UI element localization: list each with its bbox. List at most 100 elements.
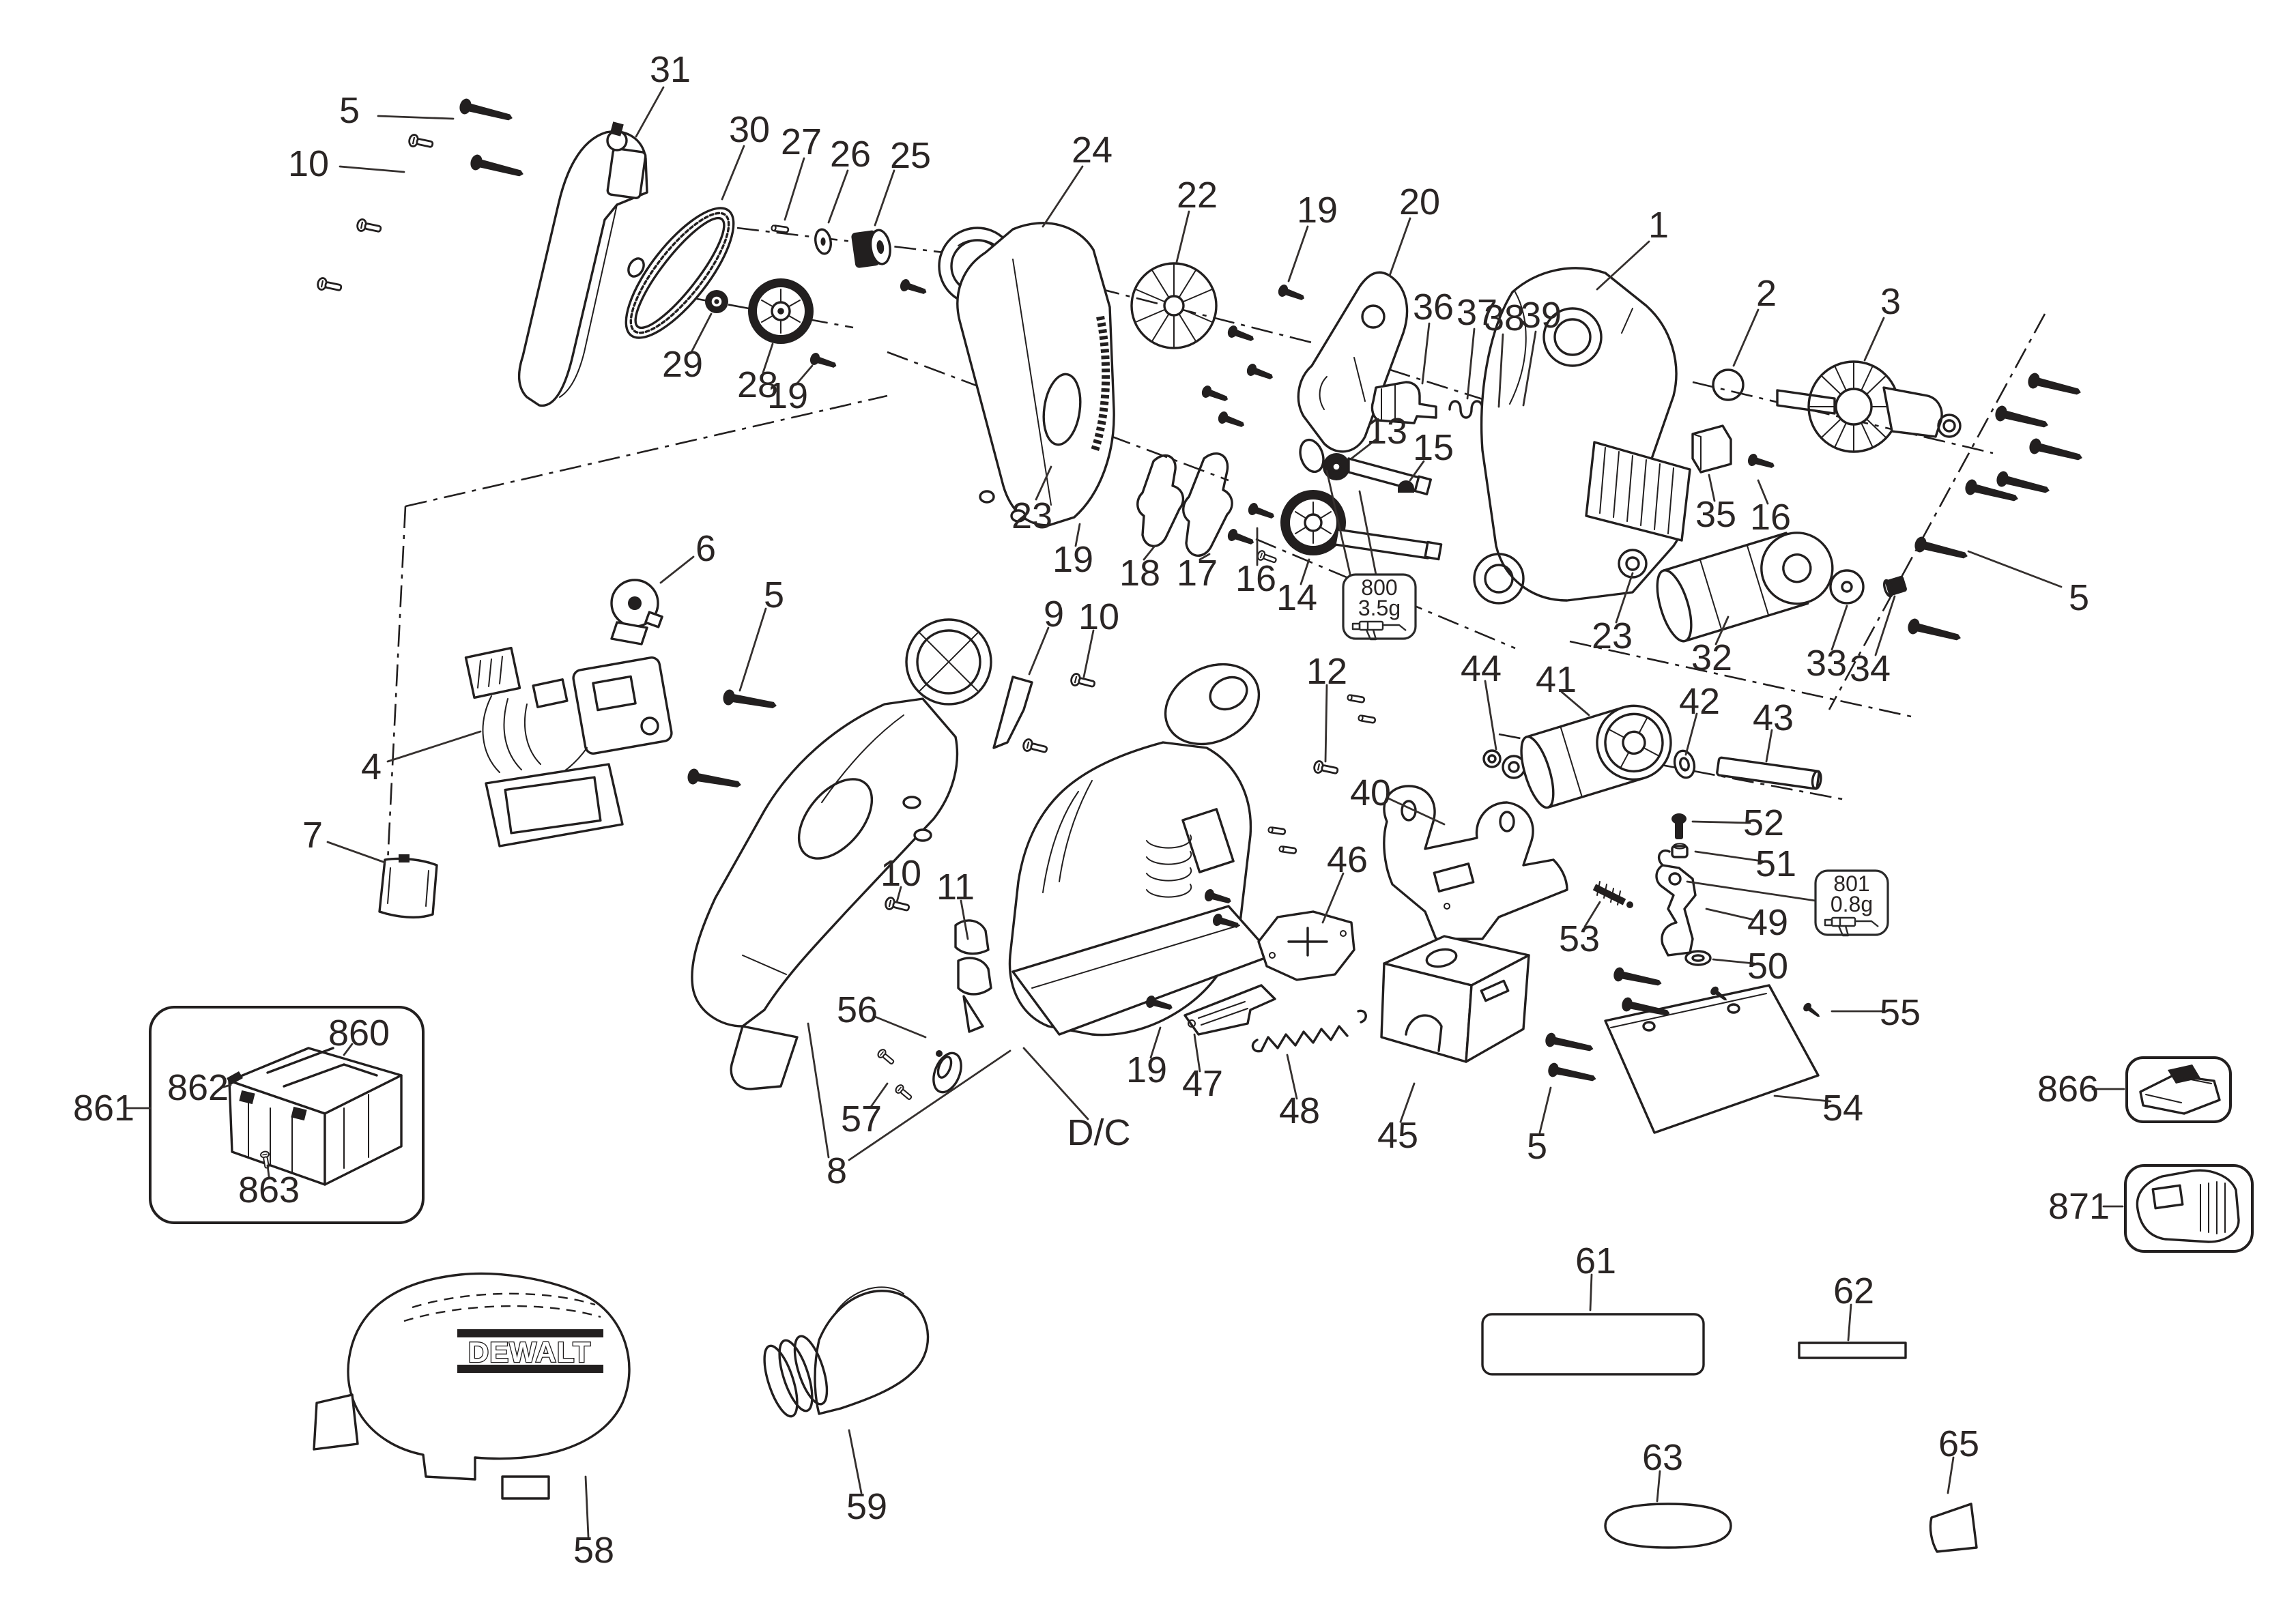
part-58-dust-bag: DEWALT <box>313 1272 631 1500</box>
axis-centerlines <box>385 227 2046 890</box>
part-8-housing-left <box>691 618 992 1090</box>
part-18-gasket <box>1136 454 1185 547</box>
part-50-washer <box>1684 950 1712 966</box>
grease-amount: 0.8g <box>1831 892 1873 916</box>
leader-line-863 <box>266 1164 270 1178</box>
callout-37: 37 <box>1456 292 1497 333</box>
leader-line-18 <box>1143 545 1156 561</box>
part-34-pinion-pin <box>1882 576 1907 598</box>
leader-line-4 <box>386 730 482 763</box>
callout-5: 5 <box>2069 577 2089 618</box>
kit-box-871 <box>2124 1164 2254 1253</box>
callout-13: 13 <box>1366 411 1407 452</box>
callout-48: 48 <box>1279 1090 1320 1131</box>
callout-45: 45 <box>1377 1115 1418 1156</box>
leader-line-61 <box>1589 1273 1593 1311</box>
part-6-buzzer <box>610 579 663 646</box>
callout-15: 15 <box>1413 427 1454 468</box>
leader-line-9 <box>1028 626 1050 676</box>
grease-amount: 3.5g <box>1358 596 1401 620</box>
leader-line-2 <box>1732 308 1760 367</box>
part-61-label <box>1481 1313 1705 1376</box>
leader-line-45 <box>1399 1082 1416 1123</box>
leader-line-6 <box>659 555 695 584</box>
leader-line-19 <box>1149 1026 1162 1059</box>
grease-gun-icon <box>1351 620 1407 641</box>
part-47-lever <box>1183 984 1276 1036</box>
part-33-disc <box>1829 569 1865 605</box>
part-46-bracket <box>1257 910 1355 981</box>
callout-28: 28 <box>737 364 778 405</box>
screw-16-c <box>1746 452 1777 472</box>
leader-line-19 <box>1074 523 1081 547</box>
leader-line-11 <box>960 899 969 940</box>
part-53-spring-pin <box>1592 881 1633 908</box>
kit-box-861 <box>149 1006 425 1224</box>
callout-26: 26 <box>830 134 871 175</box>
grease-box <box>1814 869 1889 936</box>
part-17-gasket <box>1182 452 1233 557</box>
leader-line-19 <box>1287 225 1309 282</box>
part-42-washer <box>1673 749 1696 779</box>
part-41-roller <box>1520 704 1672 809</box>
part-871-charger <box>2136 1169 2240 1243</box>
leader-line-40 <box>1387 797 1446 826</box>
leader-line-10 <box>895 886 902 903</box>
leader-line-25 <box>874 169 895 227</box>
grease-leader-800 <box>1325 469 1353 581</box>
leader-line-53 <box>1583 901 1601 928</box>
callout-862: 862 <box>167 1067 229 1108</box>
part-23-washer-b <box>1618 549 1648 579</box>
leader-line-15 <box>1409 460 1425 482</box>
callout-6: 6 <box>695 528 716 569</box>
callout-860: 860 <box>328 1013 390 1054</box>
leader-line-59 <box>848 1429 863 1494</box>
callout-17: 17 <box>1177 553 1218 594</box>
part-dc-housing-right <box>1008 663 1274 1036</box>
leader-line-5 <box>738 607 767 692</box>
callout-54: 54 <box>1822 1088 1863 1129</box>
callout-7: 7 <box>302 815 323 856</box>
part-36-adjust-knob <box>1371 381 1437 424</box>
leader-line-D/C <box>1022 1047 1089 1120</box>
callout-19: 19 <box>767 375 808 416</box>
callout-27: 27 <box>781 121 822 162</box>
callout-863: 863 <box>238 1170 300 1210</box>
leader-line-16 <box>1757 479 1769 505</box>
leader-line-23 <box>1615 572 1634 624</box>
part-860-case <box>228 1047 403 1186</box>
screw-10-b <box>1069 671 1097 691</box>
callout-19: 19 <box>1126 1049 1167 1090</box>
leader-line-8 <box>807 1022 830 1159</box>
callout-53: 53 <box>1559 918 1600 959</box>
leader-line-38 <box>1497 333 1504 408</box>
callout-55: 55 <box>1880 992 1921 1033</box>
part-30-drive-belt <box>625 207 735 339</box>
leader-line-860 <box>343 1043 354 1056</box>
leader-line-54 <box>1773 1094 1832 1103</box>
callout-16: 16 <box>1235 558 1276 599</box>
callout-22: 22 <box>1177 175 1218 216</box>
callout-65: 65 <box>1938 1423 1979 1464</box>
callout-50: 50 <box>1747 946 1788 987</box>
callout-41: 41 <box>1536 659 1577 700</box>
leader-line-23 <box>1035 465 1052 501</box>
leader-line-28 <box>762 343 774 374</box>
leader-line-12 <box>1324 684 1328 763</box>
callout-52: 52 <box>1743 802 1784 843</box>
callout-43: 43 <box>1753 697 1794 738</box>
leader-line-43 <box>1765 729 1773 763</box>
callout-59: 59 <box>846 1486 887 1527</box>
leader-line-62 <box>1847 1303 1852 1342</box>
parts-artwork: DEWALT <box>149 97 2254 1553</box>
kit-box-866 <box>2125 1056 2232 1123</box>
part-62-label <box>1798 1342 1907 1359</box>
leader-line-30 <box>721 145 745 201</box>
callout-20: 20 <box>1399 182 1440 222</box>
callout-31: 31 <box>650 49 691 90</box>
callout-19: 19 <box>1052 539 1093 580</box>
callout-39: 39 <box>1521 295 1562 336</box>
callout-871: 871 <box>2048 1186 2110 1227</box>
leader-line-42 <box>1684 712 1698 756</box>
